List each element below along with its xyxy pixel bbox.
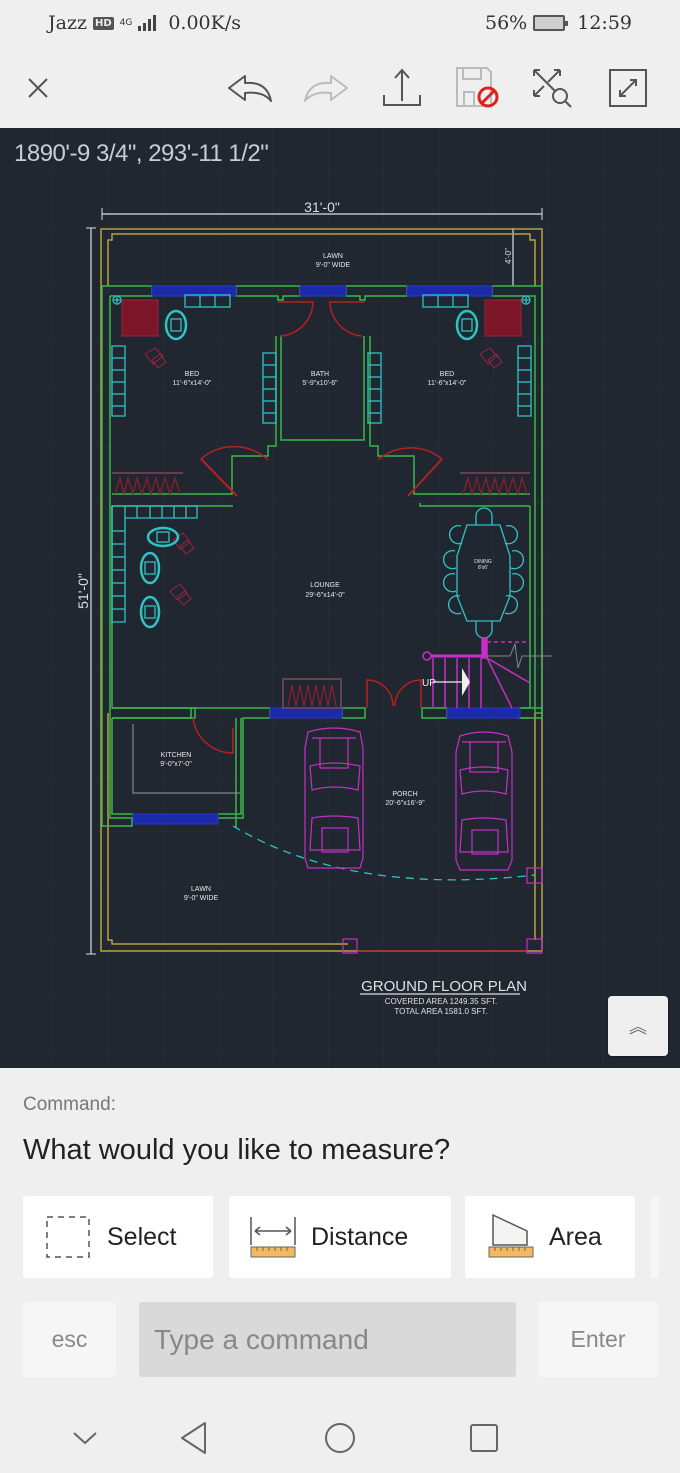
area-option-button[interactable]: Area bbox=[465, 1196, 635, 1278]
svg-text:BED: BED bbox=[185, 371, 199, 378]
svg-text:31'-0": 31'-0" bbox=[304, 199, 340, 215]
svg-text:51'-0": 51'-0" bbox=[75, 573, 91, 609]
doors bbox=[192, 301, 443, 754]
toolbar bbox=[0, 48, 680, 128]
windows bbox=[132, 285, 521, 825]
redo-button[interactable] bbox=[302, 66, 350, 110]
save-disabled-icon bbox=[456, 67, 499, 108]
drawing-canvas[interactable]: 1890'-9 3/4", 293'-11 1/2" 31'-0" 51'-0"… bbox=[0, 128, 680, 1068]
dashed-selection-icon bbox=[46, 1216, 90, 1258]
command-label: Command: bbox=[23, 1094, 116, 1115]
svg-text:BED: BED bbox=[440, 371, 454, 378]
hd-badge: HD bbox=[92, 16, 114, 30]
fullscreen-icon bbox=[609, 69, 647, 107]
home-circle-icon bbox=[325, 1423, 355, 1453]
close-button[interactable] bbox=[14, 66, 62, 110]
battery-percent: 56% bbox=[485, 12, 528, 34]
svg-text:20'-6"x16'-9": 20'-6"x16'-9" bbox=[385, 800, 425, 807]
room-labels: LAWN 9'-0" WIDE BED 11'-6"x14'-0" BATH 5… bbox=[160, 253, 492, 902]
svg-text:KITCHEN: KITCHEN bbox=[161, 752, 192, 759]
svg-text:11'-6"x14'-0": 11'-6"x14'-0" bbox=[173, 380, 212, 387]
chevron-down-icon bbox=[73, 1432, 97, 1445]
back-triangle-icon bbox=[181, 1422, 206, 1454]
dimension-setback: 4'-0" bbox=[504, 228, 514, 286]
recents-square-icon bbox=[470, 1424, 498, 1452]
stairs bbox=[422, 637, 552, 709]
furniture bbox=[111, 294, 536, 881]
distance-ruler-icon bbox=[250, 1217, 296, 1258]
dimension-height: 51'-0" bbox=[75, 227, 96, 955]
svg-text:BATH: BATH bbox=[311, 371, 329, 378]
carrier-name: Jazz bbox=[48, 12, 87, 34]
enter-button[interactable]: Enter bbox=[538, 1302, 658, 1377]
double-chevron-up-icon: ︽ bbox=[629, 1017, 647, 1038]
plan-title: GROUND FLOOR PLAN COVERED AREA 1249.35 S… bbox=[360, 978, 527, 1016]
wardrobes bbox=[112, 472, 530, 709]
area-option-label: Area bbox=[549, 1222, 602, 1251]
grid bbox=[0, 128, 680, 1068]
svg-text:4'-0": 4'-0" bbox=[504, 248, 513, 264]
back-button[interactable] bbox=[170, 1416, 218, 1460]
select-option-button[interactable]: Select bbox=[23, 1196, 213, 1278]
undo-button[interactable] bbox=[226, 66, 274, 110]
svg-text:COVERED AREA 1249.35 SFT.: COVERED AREA 1249.35 SFT. bbox=[385, 997, 498, 1006]
distance-option-label: Distance bbox=[311, 1222, 409, 1251]
svg-text:LAWN: LAWN bbox=[323, 253, 343, 260]
area-ruler-icon bbox=[488, 1213, 534, 1258]
network-type: 4G bbox=[119, 17, 133, 28]
cars bbox=[304, 727, 543, 954]
collapse-panel-button[interactable]: ︽ bbox=[608, 996, 668, 1056]
svg-text:9'-0" WIDE: 9'-0" WIDE bbox=[184, 895, 218, 902]
svg-text:8'x6': 8'x6' bbox=[478, 565, 488, 571]
clock: 12:59 bbox=[577, 12, 632, 34]
svg-text:11'-6"x14'-0": 11'-6"x14'-0" bbox=[428, 380, 467, 387]
recents-button[interactable] bbox=[460, 1416, 508, 1460]
beds bbox=[121, 299, 522, 606]
svg-text:5'-9"x10'-6": 5'-9"x10'-6" bbox=[302, 380, 338, 387]
select-option-label: Select bbox=[107, 1222, 177, 1251]
svg-text:DINING: DINING bbox=[474, 559, 492, 565]
svg-text:LAWN: LAWN bbox=[191, 886, 211, 893]
esc-button[interactable]: esc bbox=[23, 1302, 116, 1377]
more-options-peek[interactable] bbox=[651, 1196, 659, 1278]
floor-plan[interactable]: 31'-0" 51'-0" 4'-0" bbox=[0, 128, 680, 1068]
svg-text:LOUNGE: LOUNGE bbox=[310, 582, 340, 589]
svg-text:PORCH: PORCH bbox=[392, 791, 417, 798]
stair-arrow: UP bbox=[422, 668, 470, 696]
svg-text:9'-0"x7'-0": 9'-0"x7'-0" bbox=[160, 761, 192, 768]
svg-text:9'-0" WIDE: 9'-0" WIDE bbox=[316, 262, 350, 269]
redo-icon bbox=[304, 75, 348, 102]
cursor-coordinates: 1890'-9 3/4", 293'-11 1/2" bbox=[14, 140, 269, 167]
distance-option-button[interactable]: Distance bbox=[229, 1196, 451, 1278]
share-icon bbox=[383, 68, 421, 106]
save-button[interactable] bbox=[454, 66, 502, 110]
signal-icon bbox=[138, 15, 157, 31]
home-button[interactable] bbox=[316, 1416, 364, 1460]
svg-text:TOTAL AREA 1581.0 SFT.: TOTAL AREA 1581.0 SFT. bbox=[394, 1007, 487, 1016]
system-nav-bar bbox=[0, 1408, 680, 1473]
status-bar: Jazz HD 4G 0.00K/s 56% 12:59 bbox=[0, 0, 680, 48]
undo-icon bbox=[228, 75, 272, 102]
command-panel: Command: What would you like to measure?… bbox=[0, 1068, 680, 1408]
command-input[interactable] bbox=[139, 1302, 516, 1377]
zoom-extents-icon bbox=[533, 69, 572, 108]
command-prompt: What would you like to measure? bbox=[23, 1134, 451, 1166]
fullscreen-button[interactable] bbox=[604, 66, 652, 110]
share-button[interactable] bbox=[378, 66, 426, 110]
battery-icon bbox=[533, 15, 569, 31]
walls bbox=[101, 285, 543, 828]
kitchen-counter bbox=[132, 724, 240, 794]
svg-text:GROUND FLOOR PLAN: GROUND FLOOR PLAN bbox=[361, 978, 527, 995]
hide-keyboard-button[interactable] bbox=[61, 1416, 109, 1460]
svg-text:UP: UP bbox=[422, 678, 436, 689]
dimension-width: 31'-0" bbox=[101, 199, 543, 220]
svg-text:29'-6"x14'-0": 29'-6"x14'-0" bbox=[305, 592, 345, 599]
zoom-extents-button[interactable] bbox=[528, 66, 576, 110]
network-speed: 0.00K/s bbox=[168, 12, 241, 34]
close-icon bbox=[28, 78, 48, 98]
